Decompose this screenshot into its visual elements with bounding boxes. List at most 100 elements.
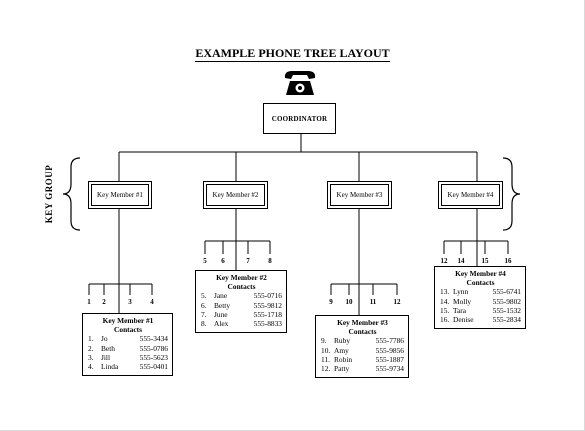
- key-member-3-box: Key Member #3: [330, 184, 389, 206]
- contacts-subtitle: Contacts: [114, 325, 142, 335]
- contact-row: 16.Denise 555-2834: [440, 315, 521, 324]
- contacts-box-key-member-2: Key Member #2 Contacts 5. Jane 555-0716 6.…: [195, 270, 287, 333]
- contact-name: Robin: [334, 354, 353, 364]
- telephone-icon: [284, 71, 316, 95]
- contact-phone: 555-0786: [139, 343, 168, 353]
- contact-name: Jane: [214, 291, 228, 301]
- contact-phone: 555-1718: [253, 309, 282, 319]
- contact-phone: 555-5623: [139, 352, 168, 362]
- contact-name: Jo: [101, 334, 108, 344]
- contact-index: 12.: [321, 364, 331, 374]
- contact-index: 6.: [201, 300, 207, 310]
- contact-row: 14.Molly 555-9802: [440, 297, 521, 306]
- contact-index: 1.: [88, 334, 94, 344]
- key-group-label: KEY GROUP: [44, 164, 54, 224]
- right-brace: [502, 157, 521, 231]
- page-title: EXAMPLE PHONE TREE LAYOUT: [0, 46, 585, 62]
- contact-name: Molly: [453, 296, 472, 306]
- contact-name: Lynn: [453, 287, 469, 297]
- contact-phone: 555-2834: [492, 315, 521, 325]
- contact-name: Betty: [214, 300, 231, 310]
- contact-index: 9.: [321, 336, 327, 346]
- contacts-subtitle: Contacts: [227, 282, 256, 292]
- contacts-title: Key Member #1: [102, 316, 154, 325]
- contacts-box-key-member-1: Key Member #1 Contacts 1. Jo 555-3434 2. Be…: [82, 313, 173, 376]
- contact-row: 8. Alex 555-8833: [201, 319, 282, 328]
- contact-phone: 555-3434: [139, 334, 168, 344]
- coordinator-label: COORDINATOR: [271, 114, 328, 123]
- contact-row: 15.Tara 555-1532: [440, 306, 521, 315]
- left-brace: [62, 157, 81, 231]
- callee-number: 3: [128, 298, 132, 306]
- callee-number: 7: [246, 257, 250, 265]
- contact-phone: 555-8833: [253, 319, 282, 329]
- contact-index: 3.: [88, 352, 94, 362]
- contact-phone: 555-1887: [375, 354, 404, 364]
- callee-number: 16: [504, 257, 512, 265]
- contacts-title: Key Member #2: [216, 273, 267, 282]
- contact-index: 2.: [88, 343, 94, 353]
- key-member-1-box: Key Member #1: [91, 184, 149, 206]
- coordinator-box: COORDINATOR: [263, 103, 336, 134]
- callee-number: 12: [440, 257, 448, 265]
- contact-name: Linda: [101, 362, 119, 372]
- key-member-2-box: Key Member #2: [206, 184, 265, 206]
- contact-name: Patty: [334, 364, 350, 374]
- callee-number: 4: [150, 298, 154, 306]
- contact-row: 1. Jo 555-3434: [88, 334, 168, 343]
- contact-row: 12.Patty 555-9734: [321, 364, 404, 373]
- contact-phone: 555-9734: [375, 364, 404, 374]
- contact-phone: 555-0401: [139, 362, 168, 372]
- callee-number: 6: [221, 257, 225, 265]
- contact-phone: 555-6741: [492, 287, 521, 297]
- contact-phone: 555-9802: [492, 296, 521, 306]
- callee-number: 15: [481, 257, 489, 265]
- contact-row: 3. Jill 555-5623: [88, 353, 168, 362]
- contact-phone: 555-1532: [492, 305, 521, 315]
- key-member-1-label: Key Member #1: [97, 191, 143, 199]
- contact-index: 8.: [201, 319, 207, 329]
- contact-name: Alex: [214, 319, 229, 329]
- contact-name: Beth: [101, 343, 115, 353]
- key-member-4-label: Key Member #4: [447, 191, 494, 199]
- callee-number: 10: [345, 298, 353, 306]
- contact-name: Ruby: [334, 336, 351, 346]
- contact-index: 5.: [201, 291, 207, 301]
- key-member-4-box: Key Member #4: [441, 184, 500, 206]
- callee-number: 12: [393, 298, 401, 306]
- contact-row: 2. Beth 555-0786: [88, 344, 168, 353]
- contact-index: 16.: [440, 315, 450, 325]
- contact-index: 13.: [440, 287, 450, 297]
- contact-name: Denise: [453, 315, 474, 325]
- contact-name: Amy: [334, 345, 349, 355]
- contact-name: Tara: [453, 305, 467, 315]
- callee-number: 2: [102, 298, 106, 306]
- key-member-3-label: Key Member #3: [336, 191, 383, 199]
- key-member-2-label: Key Member #2: [212, 191, 259, 199]
- callee-number: 14: [457, 257, 465, 265]
- contact-phone: 555-0716: [253, 291, 282, 301]
- contact-phone: 555-9812: [253, 300, 282, 310]
- contacts-subtitle: Contacts: [466, 278, 495, 288]
- callee-number: 9: [329, 298, 333, 306]
- callee-number: 1: [87, 298, 91, 306]
- contact-row: 7. June 555-1718: [201, 310, 282, 319]
- contact-index: 15.: [440, 305, 450, 315]
- contact-phone: 555-9856: [375, 345, 404, 355]
- contact-row: 6. Betty 555-9812: [201, 301, 282, 310]
- contact-index: 14.: [440, 296, 450, 306]
- page-title-text: EXAMPLE PHONE TREE LAYOUT: [195, 46, 390, 62]
- contact-index: 7.: [201, 309, 207, 319]
- contact-name: June: [214, 309, 228, 319]
- callee-number: 8: [268, 257, 272, 265]
- contacts-title: Key Member #3: [337, 318, 388, 327]
- contact-name: Jill: [101, 352, 111, 362]
- contact-phone: 555-7786: [375, 336, 404, 346]
